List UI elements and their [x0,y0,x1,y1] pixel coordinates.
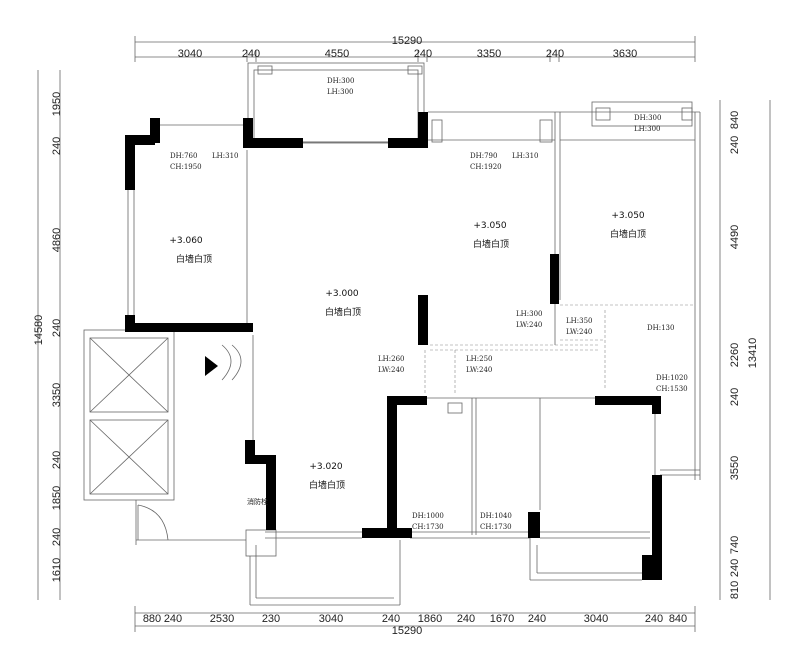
note-2-b: LH:300 [634,125,660,133]
room-3-ceiling: 白墙白顶 [473,238,509,250]
note-10-b: CH:1530 [656,385,688,393]
room-2-ceiling: 白墙白顶 [325,306,361,318]
entrance-arrow-icon [205,344,242,381]
note-12-b: CH:1730 [480,523,512,531]
right-dim-1: 240 [729,136,741,154]
note-4-c: LH:310 [512,152,538,160]
note-3-b: CH:1950 [170,163,202,171]
left-dim-5: 3350 [51,383,63,407]
room-1-ceiling: 白墙白顶 [176,253,212,265]
right-dim-9: 810 [729,581,741,599]
room-5-level: +3.020 [309,462,343,472]
right-dim-7: 740 [729,536,741,554]
left-dim-1: 1950 [51,92,63,116]
walls [125,112,662,580]
note-7-a: DH:130 [647,324,674,332]
note-9-b: LW:240 [466,366,492,374]
note-5-a: LH:300 [516,310,542,318]
window-details [257,65,693,414]
room-labels: +3.060 白墙白顶 +3.000 白墙白顶 +3.050 白墙白顶 +3.0… [169,211,646,506]
bottom-dim-4: 230 [262,613,280,625]
left-dimension: 14580 1950 240 4860 240 3350 240 1850 24… [33,70,63,600]
bottom-dim-12: 240 [645,613,663,625]
right-dim-3: 4490 [729,225,741,249]
top-dim-2: 240 [242,48,260,60]
note-4-a: DH:790 [470,152,497,160]
right-total-dim: 13410 [747,338,759,369]
note-10-a: DH:1020 [656,374,688,382]
left-total-dim: 14580 [33,315,45,346]
bottom-dim-3: 2530 [210,613,234,625]
top-dim-7: 3630 [613,48,637,60]
room-3-level: +3.050 [473,221,507,231]
top-dim-1: 3040 [178,48,202,60]
right-dim-5: 240 [729,388,741,406]
bottom-dim-6: 240 [382,613,400,625]
note-8-a: LH:260 [378,355,404,363]
right-dim-6: 3550 [729,456,741,480]
left-dim-7: 1850 [51,486,63,510]
right-dim-4: 2260 [729,343,741,367]
room-2-level: +3.000 [325,289,359,299]
note-1-a: DH:300 [327,77,354,85]
note-11-b: CH:1730 [412,523,444,531]
left-dim-6: 240 [51,451,63,469]
top-dim-3: 4550 [325,48,349,60]
right-dimension: 240 840 4490 2260 240 3550 740 240 810 1… [719,100,771,600]
top-dim-6: 240 [546,48,564,60]
note-8-b: LW:240 [378,366,404,374]
top-dimension: 15290 3040 240 4550 240 3350 240 3630 [134,35,696,62]
bottom-dimension: 880 240 2530 230 3040 240 1860 240 1670 … [134,606,696,637]
note-4-b: CH:1920 [470,163,502,171]
bottom-dim-10: 240 [528,613,546,625]
note-5-b: LW:240 [516,321,542,329]
top-dim-4: 240 [414,48,432,60]
note-3-c: LH:310 [212,152,238,160]
bottom-dim-13: 840 [669,613,687,625]
top-total-dim: 15290 [392,35,423,47]
room-4-ceiling: 白墙白顶 [610,228,646,240]
bottom-dim-9: 1670 [490,613,514,625]
right-dim-2: 840 [729,111,741,129]
room-4-level: +3.050 [611,211,645,221]
note-11-a: DH:1000 [412,512,444,520]
dashed-lines [424,304,695,395]
bottom-dim-2: 240 [164,613,182,625]
bottom-dim-8: 240 [457,613,475,625]
door-swings [137,504,169,541]
left-dim-3: 4860 [51,228,63,252]
left-dim-2: 240 [51,137,63,155]
top-dim-5: 3350 [477,48,501,60]
partitions [83,62,701,606]
right-dim-8: 240 [729,559,741,577]
left-dim-4: 240 [51,319,63,337]
notes: DH:300 LH:300 DH:300 LH:300 DH:760 CH:19… [170,77,688,531]
note-2-a: DH:300 [634,114,661,122]
note-12-a: DH:1040 [480,512,512,520]
room-5-ceiling: 白墙白顶 [309,479,345,491]
bottom-dim-5: 3040 [319,613,343,625]
bottom-dim-7: 1860 [418,613,442,625]
note-6-a: LH:350 [566,317,592,325]
note-6-b: LW:240 [566,328,592,336]
bottom-dim-11: 3040 [584,613,608,625]
note-3-a: DH:760 [170,152,197,160]
bottom-total-dim: 15290 [392,625,423,637]
bottom-dim-1: 880 [143,613,161,625]
note-1-b: LH:300 [327,88,353,96]
fire-hydrant-label: 消防栓 [247,497,268,506]
note-9-a: LH:250 [466,355,492,363]
left-dim-8: 240 [51,528,63,546]
room-1-level: +3.060 [169,236,203,246]
left-dim-9: 1610 [51,558,63,582]
